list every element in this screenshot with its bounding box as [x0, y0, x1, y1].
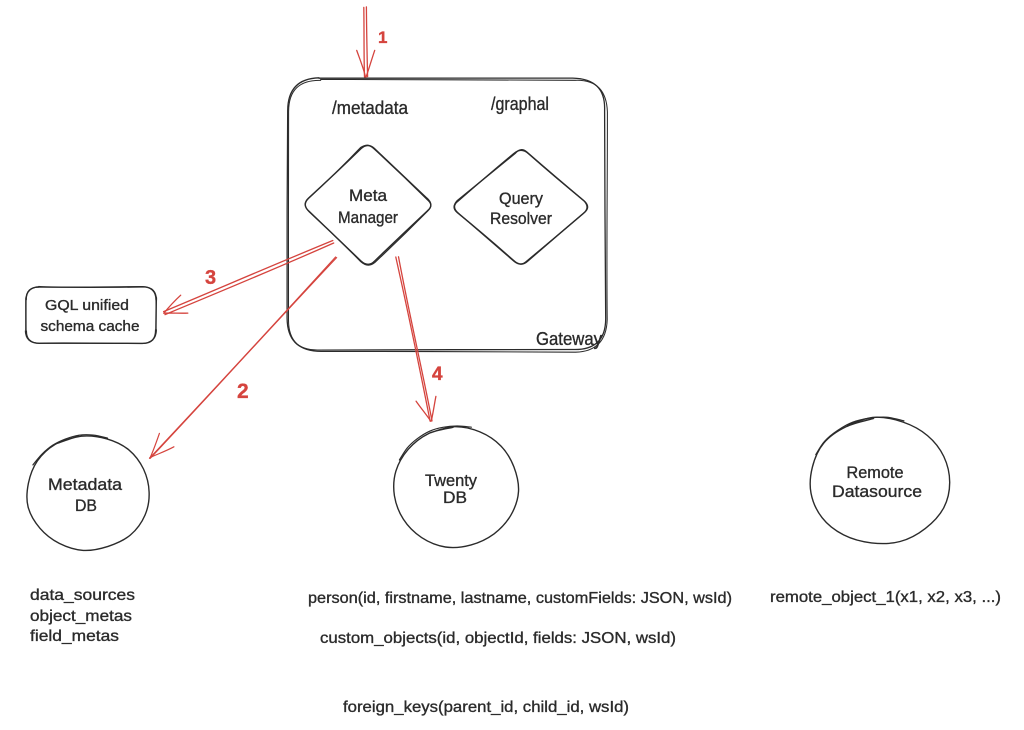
svg-text:Meta: Meta	[349, 186, 388, 205]
svg-text:Manager: Manager	[338, 208, 398, 227]
svg-text:schema cache: schema cache	[41, 318, 140, 335]
svg-text:DB: DB	[75, 496, 97, 515]
svg-text:data_sources: data_sources	[30, 587, 135, 604]
svg-text:1: 1	[378, 28, 387, 47]
svg-text:custom_objects(id, objectId, f: custom_objects(id, objectId, fields: JSO…	[320, 630, 676, 647]
svg-text:/graphal: /graphal	[491, 94, 549, 114]
svg-text:Datasource: Datasource	[832, 482, 922, 501]
svg-text:Metadata: Metadata	[48, 475, 123, 494]
svg-text:Twenty: Twenty	[425, 471, 477, 490]
svg-text:field_metas: field_metas	[30, 628, 119, 645]
svg-text:4: 4	[432, 364, 443, 385]
svg-text:person(id, firstname, lastname: person(id, firstname, lastname, customFi…	[308, 590, 732, 607]
svg-text:foreign_keys(parent_id, child_: foreign_keys(parent_id, child_id, wsId)	[343, 699, 629, 716]
svg-text:2: 2	[237, 380, 249, 403]
svg-text:/metadata: /metadata	[332, 98, 409, 118]
svg-text:3: 3	[205, 267, 216, 289]
svg-text:remote_object_1(x1, x2, x3, ..: remote_object_1(x1, x2, x3, ...)	[770, 589, 1001, 606]
svg-text:GQL unified: GQL unified	[45, 297, 129, 314]
svg-text:DB: DB	[443, 488, 467, 507]
svg-text:Resolver: Resolver	[490, 209, 552, 228]
svg-text:Query: Query	[499, 189, 543, 208]
svg-text:object_metas: object_metas	[30, 608, 132, 625]
svg-text:Gateway: Gateway	[536, 329, 602, 349]
svg-text:Remote: Remote	[847, 463, 904, 482]
